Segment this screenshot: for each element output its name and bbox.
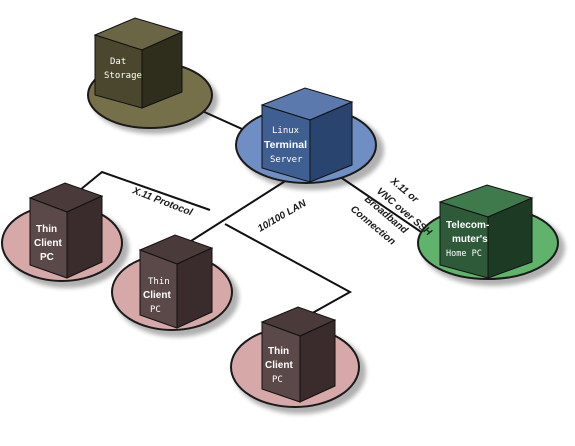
- x11-protocol-line: [79, 170, 211, 211]
- home-pc-label-1: Telecom-: [446, 220, 489, 231]
- thin-client-3-node[interactable]: Thin Client PC: [230, 306, 366, 414]
- thin-client-2-label-2: Client: [143, 290, 171, 301]
- terminal-server-label-1: Linux: [272, 126, 300, 136]
- thin-client-2-label-3: PC: [150, 305, 161, 315]
- lan-branch-line: [224, 223, 353, 321]
- thin-client-3-label-2: Client: [265, 360, 293, 371]
- home-pc-label-2: muter's: [452, 234, 488, 245]
- home-pc-node[interactable]: Telecom- muter's Home PC: [417, 184, 565, 286]
- thin-client-3-label-3: PC: [272, 375, 283, 385]
- lan-label: 10/100 LAN: [256, 198, 309, 235]
- data-storage-label-1: Dat: [110, 57, 126, 67]
- data-storage-node[interactable]: Dat Storage: [87, 17, 218, 134]
- terminal-server-label-3: Server: [270, 155, 303, 165]
- thin-client-1-label-1: Thin: [36, 224, 57, 235]
- lan-backbone-line: [179, 177, 291, 249]
- thin-client-3-label-1: Thin: [268, 346, 289, 357]
- thin-client-1-label-3: PC: [40, 252, 54, 263]
- home-pc-label-3: Home PC: [446, 249, 482, 259]
- thin-client-2-label-1: Thin: [148, 277, 170, 287]
- terminal-server-node[interactable]: Linux Terminal Server: [235, 87, 384, 190]
- thin-client-1-node[interactable]: Thin Client PC: [1, 182, 129, 288]
- thin-client-2-node[interactable]: Thin Client PC: [111, 234, 239, 337]
- data-storage-label-2: Storage: [104, 71, 142, 81]
- thin-client-1-label-2: Client: [34, 238, 62, 249]
- terminal-server-label-2: Terminal: [264, 139, 307, 151]
